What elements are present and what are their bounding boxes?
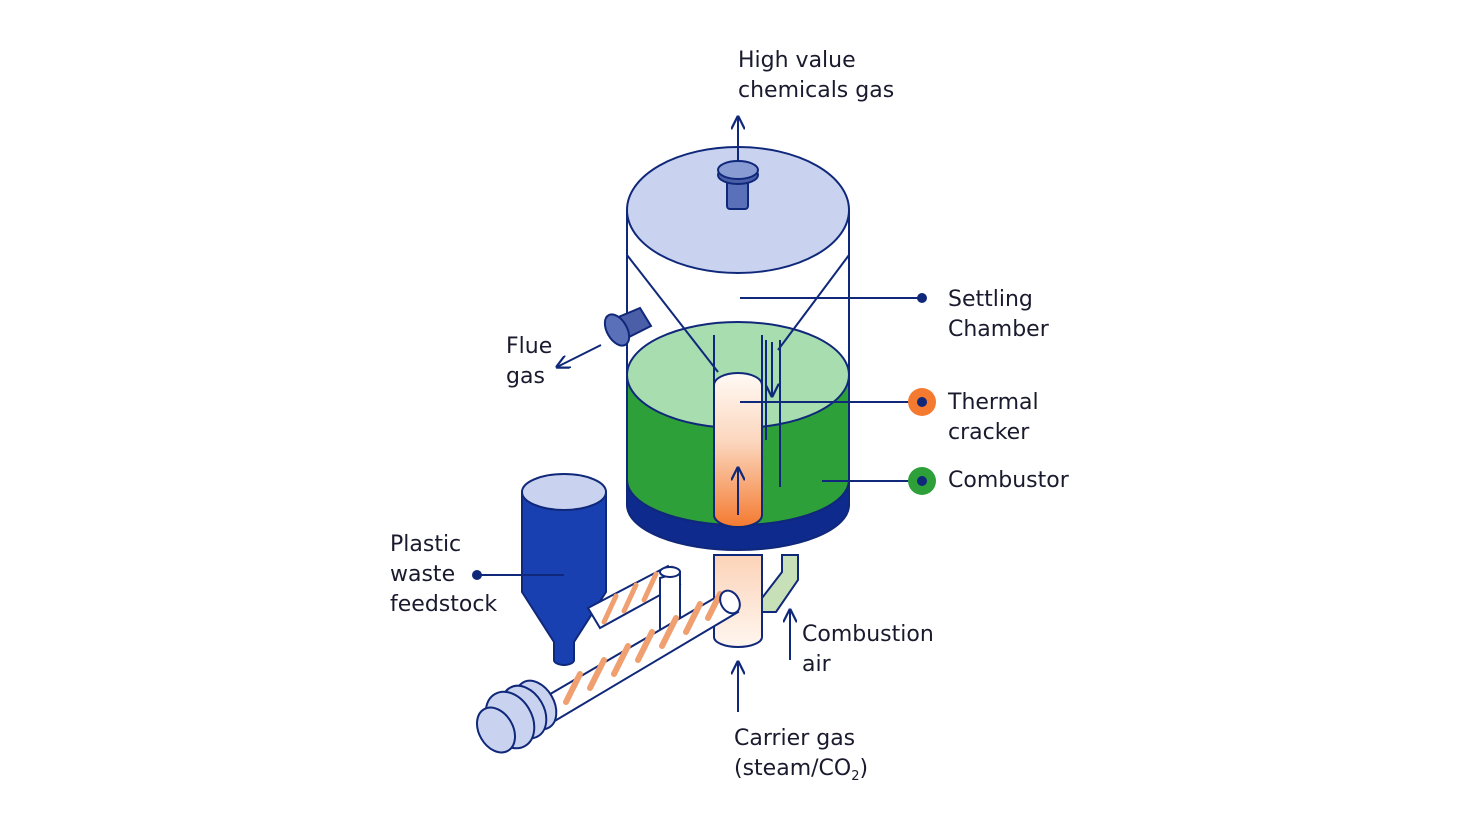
settling-marker <box>917 293 927 303</box>
label-flue-gas: Flue gas <box>506 334 553 389</box>
flue-gas-nozzle <box>603 306 653 347</box>
callout-combustor <box>822 467 936 495</box>
label-thermal-cracker: Thermal cracker <box>948 390 1039 445</box>
downcomer <box>765 340 781 487</box>
thermal-cracker-tube <box>713 335 763 528</box>
flue-gas-arrow-icon <box>557 344 602 367</box>
top-outlet-nozzle <box>717 160 759 210</box>
label-high-value-chemicals-gas: High value chemicals gas <box>738 48 895 103</box>
settling-chamber <box>626 210 850 375</box>
callout-plastic <box>472 570 564 580</box>
label-plastic-waste-feedstock: Plastic waste feedstock <box>390 532 498 617</box>
plastic-marker <box>472 570 482 580</box>
upper-screw-conveyor <box>586 564 682 634</box>
callout-settling <box>740 293 927 303</box>
callout-thermal <box>740 388 936 416</box>
label-combustor: Combustor <box>948 468 1069 493</box>
feedstock-hopper <box>521 473 607 666</box>
screw-motor <box>476 679 558 754</box>
label-settling-chamber: Settling Chamber <box>948 287 1049 342</box>
label-carrier-gas: Carrier gas (steam/CO2) <box>734 726 869 784</box>
lower-screw-conveyor <box>538 589 741 724</box>
combustion-air-pipe <box>761 554 799 613</box>
label-combustion-air: Combustion air <box>802 622 934 677</box>
